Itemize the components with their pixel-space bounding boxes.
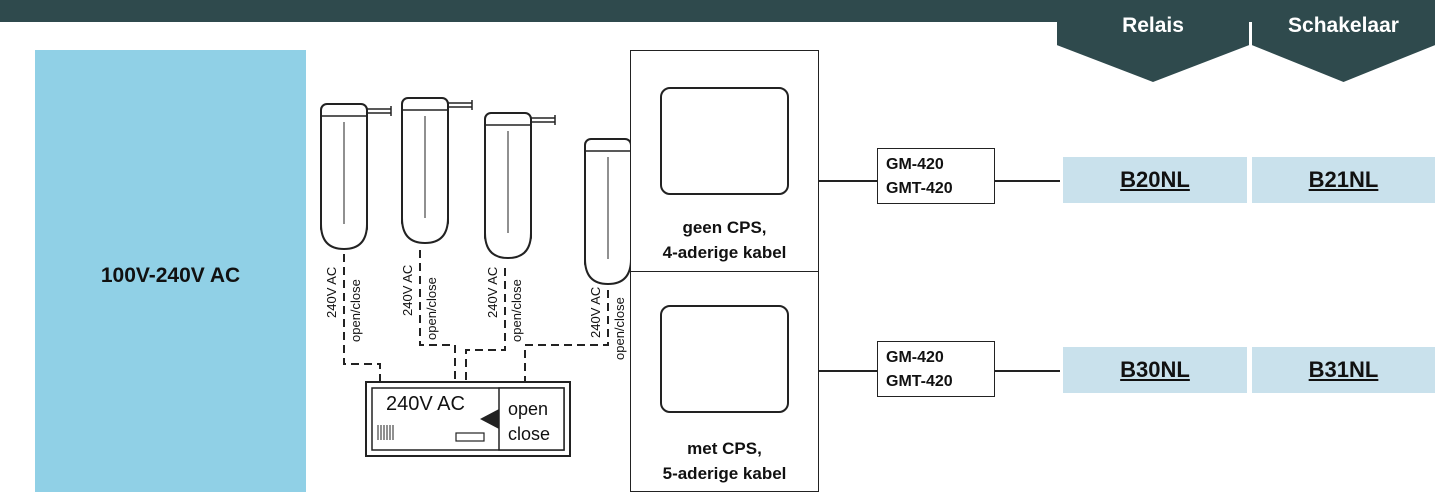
motor-4-label-action: open/close bbox=[612, 297, 627, 360]
controller-open-label: open bbox=[508, 399, 548, 419]
motor-4-label-voltage: 240V AC bbox=[588, 287, 603, 338]
model-box-1-line2: GMT-420 bbox=[886, 180, 953, 197]
power-supply-label: 100V-240V AC bbox=[100, 264, 241, 287]
connector-caption-1: geen CPS, 4-aderige kabel bbox=[631, 215, 818, 265]
controller-vent-icon bbox=[377, 425, 394, 440]
motor-2-label-voltage: 240V AC bbox=[400, 265, 415, 316]
connector-caption-2-line1: met CPS, bbox=[687, 439, 762, 458]
motor-1-label-action: open/close bbox=[348, 279, 363, 342]
controller-close-label: close bbox=[508, 424, 550, 444]
connector-line-1b bbox=[995, 180, 1060, 182]
connector-panel-2: met CPS, 5-aderige kabel bbox=[630, 271, 819, 492]
motor-3-icon bbox=[484, 112, 556, 259]
controller-voltage-label: 240V AC bbox=[386, 393, 465, 415]
connector-caption-2-line2: 5-aderige kabel bbox=[662, 464, 787, 483]
model-box-1: GM-420 GMT-420 bbox=[877, 148, 995, 204]
connector-photo-frame-1 bbox=[660, 87, 789, 195]
connector-caption-1-line1: geen CPS, bbox=[682, 218, 767, 237]
motor-2-label-action: open/close bbox=[424, 277, 439, 340]
model-box-1-line1: GM-420 bbox=[886, 156, 944, 173]
product-link-b30nl[interactable]: B30NL bbox=[1063, 347, 1247, 393]
model-box-2-line2: GMT-420 bbox=[886, 373, 953, 390]
connector-caption-1-line2: 4-aderige kabel bbox=[662, 243, 787, 262]
connector-line-2a bbox=[819, 370, 877, 372]
connector-line-2b bbox=[995, 370, 1060, 372]
motor-3-label-voltage: 240V AC bbox=[485, 267, 500, 318]
controller-button-icon bbox=[455, 432, 485, 442]
motor-1-icon bbox=[320, 103, 392, 250]
connector-panel-1: geen CPS, 4-aderige kabel bbox=[630, 50, 819, 272]
product-link-b31nl[interactable]: B31NL bbox=[1252, 347, 1435, 393]
connector-photo-frame-2 bbox=[660, 305, 789, 413]
tab-relais-label: Relais bbox=[1122, 14, 1184, 37]
tab-schakelaar-label: Schakelaar bbox=[1288, 14, 1399, 37]
motor-3-label-action: open/close bbox=[509, 279, 524, 342]
connector-caption-2: met CPS, 5-aderige kabel bbox=[631, 436, 818, 486]
product-link-b21nl[interactable]: B21NL bbox=[1252, 157, 1435, 203]
motor-2-icon bbox=[401, 97, 473, 244]
connector-line-1a bbox=[819, 180, 877, 182]
model-box-2-line1: GM-420 bbox=[886, 349, 944, 366]
product-link-b20nl[interactable]: B20NL bbox=[1063, 157, 1247, 203]
dashed-wires bbox=[343, 250, 609, 382]
power-supply-block: 100V-240V AC bbox=[35, 50, 306, 492]
controller-unit: 240V AC open close bbox=[365, 381, 571, 457]
model-box-2: GM-420 GMT-420 bbox=[877, 341, 995, 397]
motor-1-label-voltage: 240V AC bbox=[324, 267, 339, 318]
